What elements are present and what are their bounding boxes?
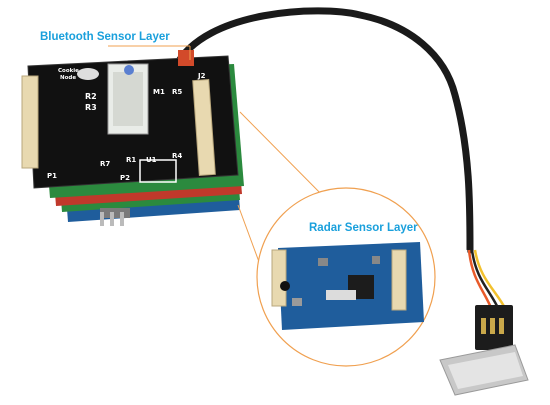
silk-m1: M1 [153, 88, 165, 96]
cable-connector [439, 305, 529, 396]
silk-r1: R1 [126, 156, 136, 164]
board-stack: Cookie Node R2 R3 M1 R5 J2 R1 U1 R4 R7 P… [21, 50, 244, 226]
silk-u1: U1 [146, 156, 157, 164]
silk-r7: R7 [100, 160, 110, 168]
silk-r3: R3 [85, 103, 97, 112]
bluetooth-layer-label: Bluetooth Sensor Layer [40, 31, 170, 43]
silk-p2: P2 [120, 174, 130, 182]
radar-zoom-callout [237, 111, 436, 367]
cable [172, 7, 474, 254]
logo-line2: Node [60, 75, 76, 81]
radar-layer-label: Radar Sensor Layer [309, 222, 418, 234]
silk-j2: J2 [197, 72, 206, 80]
silk-r2: R2 [85, 92, 97, 101]
radar-board [271, 242, 424, 330]
silk-r5: R5 [172, 88, 182, 96]
logo-line1: Cookie [58, 68, 79, 74]
silk-p1: P1 [47, 172, 57, 180]
wire-leads [464, 249, 508, 311]
silk-r4: R4 [172, 152, 182, 160]
